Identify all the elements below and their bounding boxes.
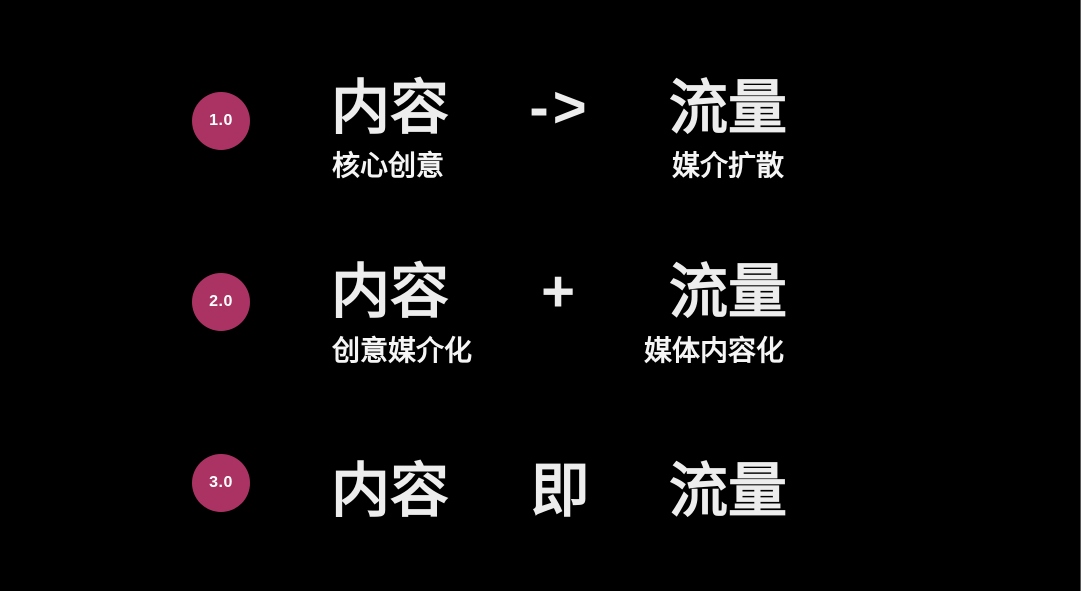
row3-right-term: 流量 — [668, 458, 787, 524]
row2-left-subtitle: 创意媒介化 — [332, 335, 473, 366]
version-badge-1: 1.0 — [192, 92, 250, 150]
row1-left-term: 内容 — [330, 75, 449, 141]
row2-right-term: 流量 — [668, 259, 787, 325]
row3-equals-connector: 即 — [530, 458, 590, 524]
row2-right-subtitle: 媒体内容化 — [643, 335, 784, 366]
version-badge-2: 2.0 — [192, 273, 250, 331]
version-badge-3: 3.0 — [192, 454, 250, 512]
row2-plus-connector: + — [541, 259, 579, 324]
row1-right-term: 流量 — [668, 75, 787, 141]
row1-right-subtitle: 媒介扩散 — [671, 150, 784, 181]
row1-left-subtitle: 核心创意 — [332, 150, 445, 181]
row2-left-term: 内容 — [330, 259, 449, 325]
row1-arrow-connector: -> — [529, 75, 591, 140]
row3-left-term: 内容 — [330, 458, 449, 524]
